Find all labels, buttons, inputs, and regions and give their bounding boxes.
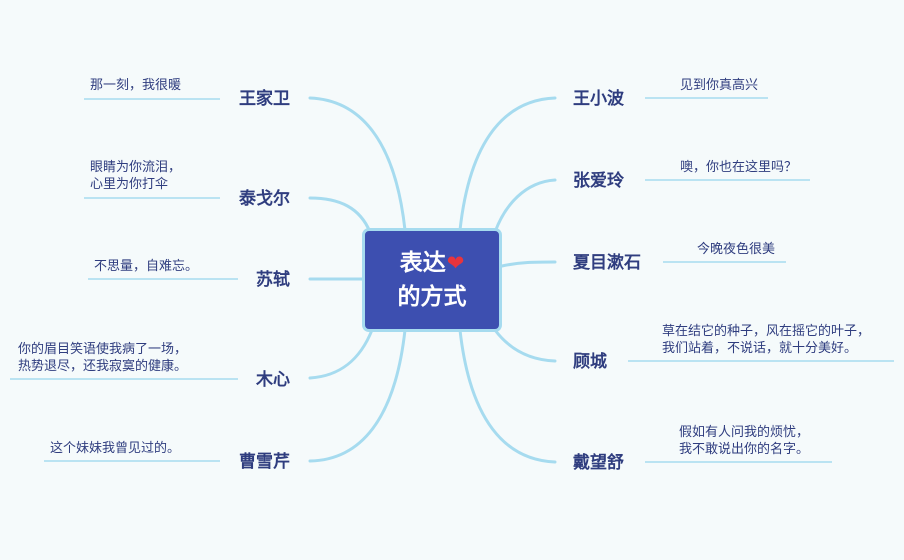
topic-wangxiaobo[interactable]: 王小波 <box>573 89 624 109</box>
central-topic-line1: 表达 <box>399 250 446 276</box>
quote-wangxiaobo[interactable]: 见到你真高兴 <box>680 77 758 94</box>
branch-line <box>493 328 557 363</box>
quote-caoxueqin[interactable]: 这个妹妹我曾见过的。 <box>50 440 180 457</box>
topic-xiamushushi[interactable]: 夏目漱石 <box>573 253 641 273</box>
quote-line: 草在结它的种子，风在摇它的叶子， <box>662 324 871 339</box>
quote-line: 心里为你打伞 <box>90 177 169 192</box>
quote-line: 噢，你也在这里吗？ <box>680 160 798 175</box>
quote-zhangailing[interactable]: 噢，你也在这里吗？ <box>680 159 797 176</box>
quote-sushi[interactable]: 不思量，自难忘。 <box>94 258 198 275</box>
topic-wangjiawei[interactable]: 王家卫 <box>239 89 290 109</box>
heart-icon: ❤ <box>446 251 465 275</box>
quote-daiwangshu[interactable]: 假如有人问我的烦忧， 我不敢说出你的名字。 <box>679 424 809 458</box>
central-topic-line2: 的方式 <box>397 284 467 310</box>
branch-line <box>308 96 407 232</box>
central-topic[interactable]: 表达❤ 的方式 <box>362 228 502 332</box>
topic-taigeer[interactable]: 泰戈尔 <box>239 189 290 209</box>
quote-muxin[interactable]: 你的眉目笑语使我病了一场， 热势退尽，还我寂寞的健康。 <box>18 341 187 375</box>
branch-line <box>308 328 374 380</box>
quote-line: 我们站着，不说话，就十分美好。 <box>662 341 858 356</box>
quote-line: 今晚夜色很美 <box>697 242 776 257</box>
quote-xiamushushi[interactable]: 今晚夜色很美 <box>697 241 775 258</box>
quote-line: 见到你真高兴 <box>680 78 759 93</box>
quote-wangjiawei[interactable]: 那一刻，我很暖 <box>90 77 181 94</box>
branch-line <box>308 196 372 234</box>
quote-line: 眼睛为你流泪， <box>90 160 182 175</box>
quote-line: 你的眉目笑语使我病了一场， <box>18 342 188 357</box>
quote-line: 热势退尽，还我寂寞的健康。 <box>18 359 188 374</box>
branch-line <box>500 260 557 268</box>
topic-sushi[interactable]: 苏轼 <box>256 270 290 290</box>
quote-taigeer[interactable]: 眼睛为你流泪， 心里为你打伞 <box>90 159 181 193</box>
topic-caoxueqin[interactable]: 曹雪芹 <box>239 452 290 472</box>
topic-zhangailing[interactable]: 张爱玲 <box>573 171 624 191</box>
branch-line <box>308 328 407 463</box>
quote-line: 这个妹妹我曾见过的。 <box>50 441 181 456</box>
branch-line <box>458 328 557 464</box>
quote-line: 不思量，自难忘。 <box>94 259 199 274</box>
topic-muxin[interactable]: 木心 <box>256 370 290 390</box>
topic-gucheng[interactable]: 顾城 <box>573 352 607 372</box>
quote-line: 我不敢说出你的名字。 <box>679 442 810 457</box>
quote-line: 那一刻，我很暖 <box>90 78 182 93</box>
branch-line <box>493 178 557 234</box>
topic-daiwangshu[interactable]: 戴望舒 <box>573 453 624 473</box>
quote-line: 假如有人问我的烦忧， <box>679 425 810 440</box>
branch-line <box>458 96 557 232</box>
quote-gucheng[interactable]: 草在结它的种子，风在摇它的叶子， 我们站着，不说话，就十分美好。 <box>662 323 870 357</box>
